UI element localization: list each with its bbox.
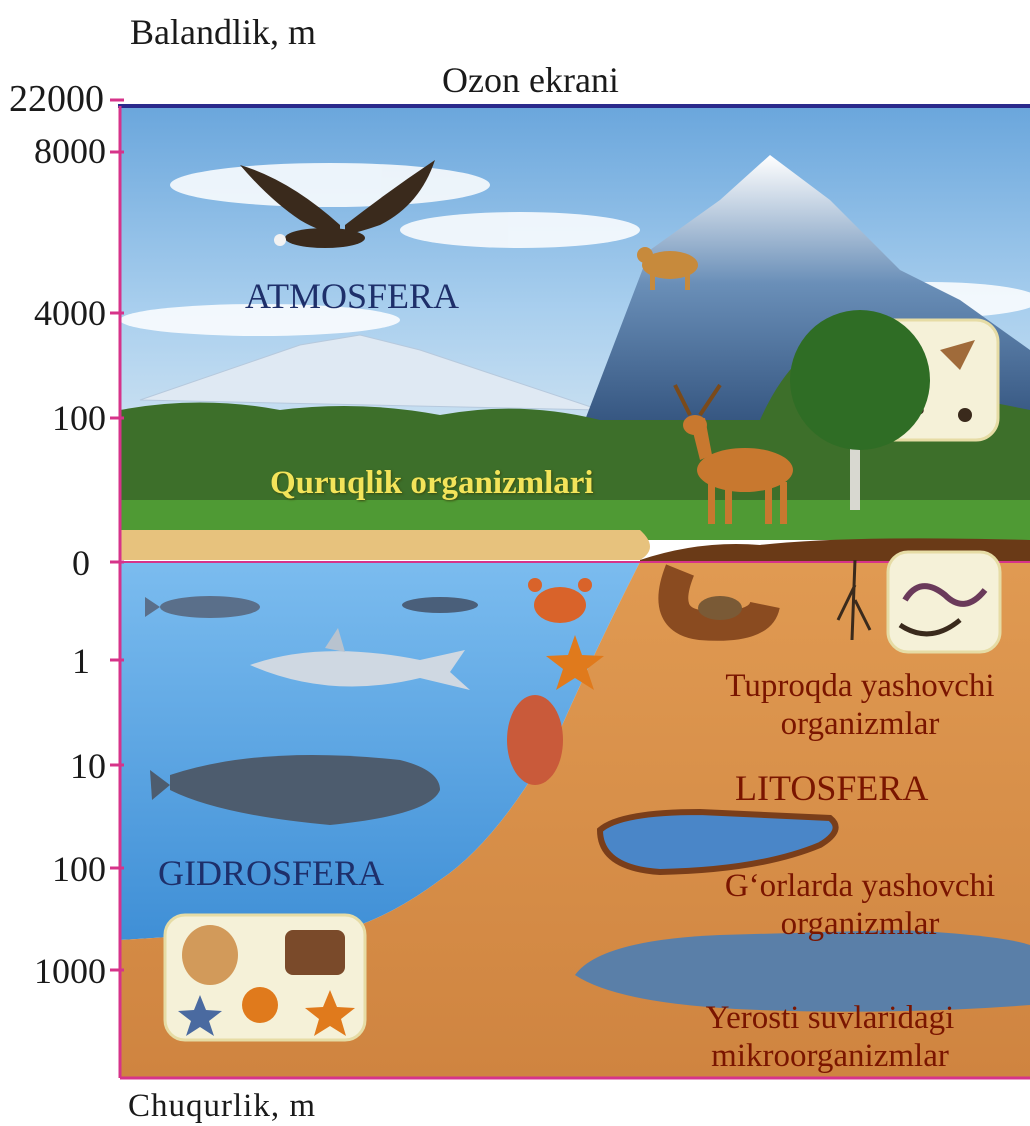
tick-label: 1000 bbox=[6, 953, 106, 989]
cave-organisms-label: G‘orlarda yashovchi organizmlar bbox=[690, 868, 1030, 944]
tick-label: 100 bbox=[6, 400, 106, 436]
tick-label: 1 bbox=[6, 643, 90, 679]
lithosphere-label: LITOSFERA bbox=[735, 770, 928, 806]
coral-icon bbox=[507, 695, 563, 785]
altitude-axis-label: Balandlik, m bbox=[130, 14, 316, 50]
worms-icon bbox=[888, 552, 1000, 652]
seafloor-shells-icon bbox=[165, 915, 365, 1040]
depth-axis-label: Chuqurlik, m bbox=[128, 1090, 316, 1123]
tick-label: 8000 bbox=[6, 133, 106, 169]
shore bbox=[120, 530, 650, 560]
tick-label: 0 bbox=[6, 545, 90, 581]
ozone-label: Ozon ekrani bbox=[442, 62, 619, 98]
tick-label: 100 bbox=[6, 851, 106, 887]
tick-label: 22000 bbox=[4, 80, 104, 118]
groundwater-microbes-label: Yerosti suvlaridagi mikroorganizmlar bbox=[660, 1000, 1000, 1076]
land-organisms-label: Quruqlik organizmlari bbox=[270, 467, 594, 500]
atmosphere-label: ATMOSFERA bbox=[245, 278, 459, 314]
tick-label: 4000 bbox=[6, 295, 106, 331]
tick-label: 10 bbox=[6, 748, 106, 784]
hydrosphere-label: GIDROSFERA bbox=[158, 855, 384, 891]
soil-organisms-label: Tuproqda yashovchi organizmlar bbox=[690, 668, 1030, 744]
